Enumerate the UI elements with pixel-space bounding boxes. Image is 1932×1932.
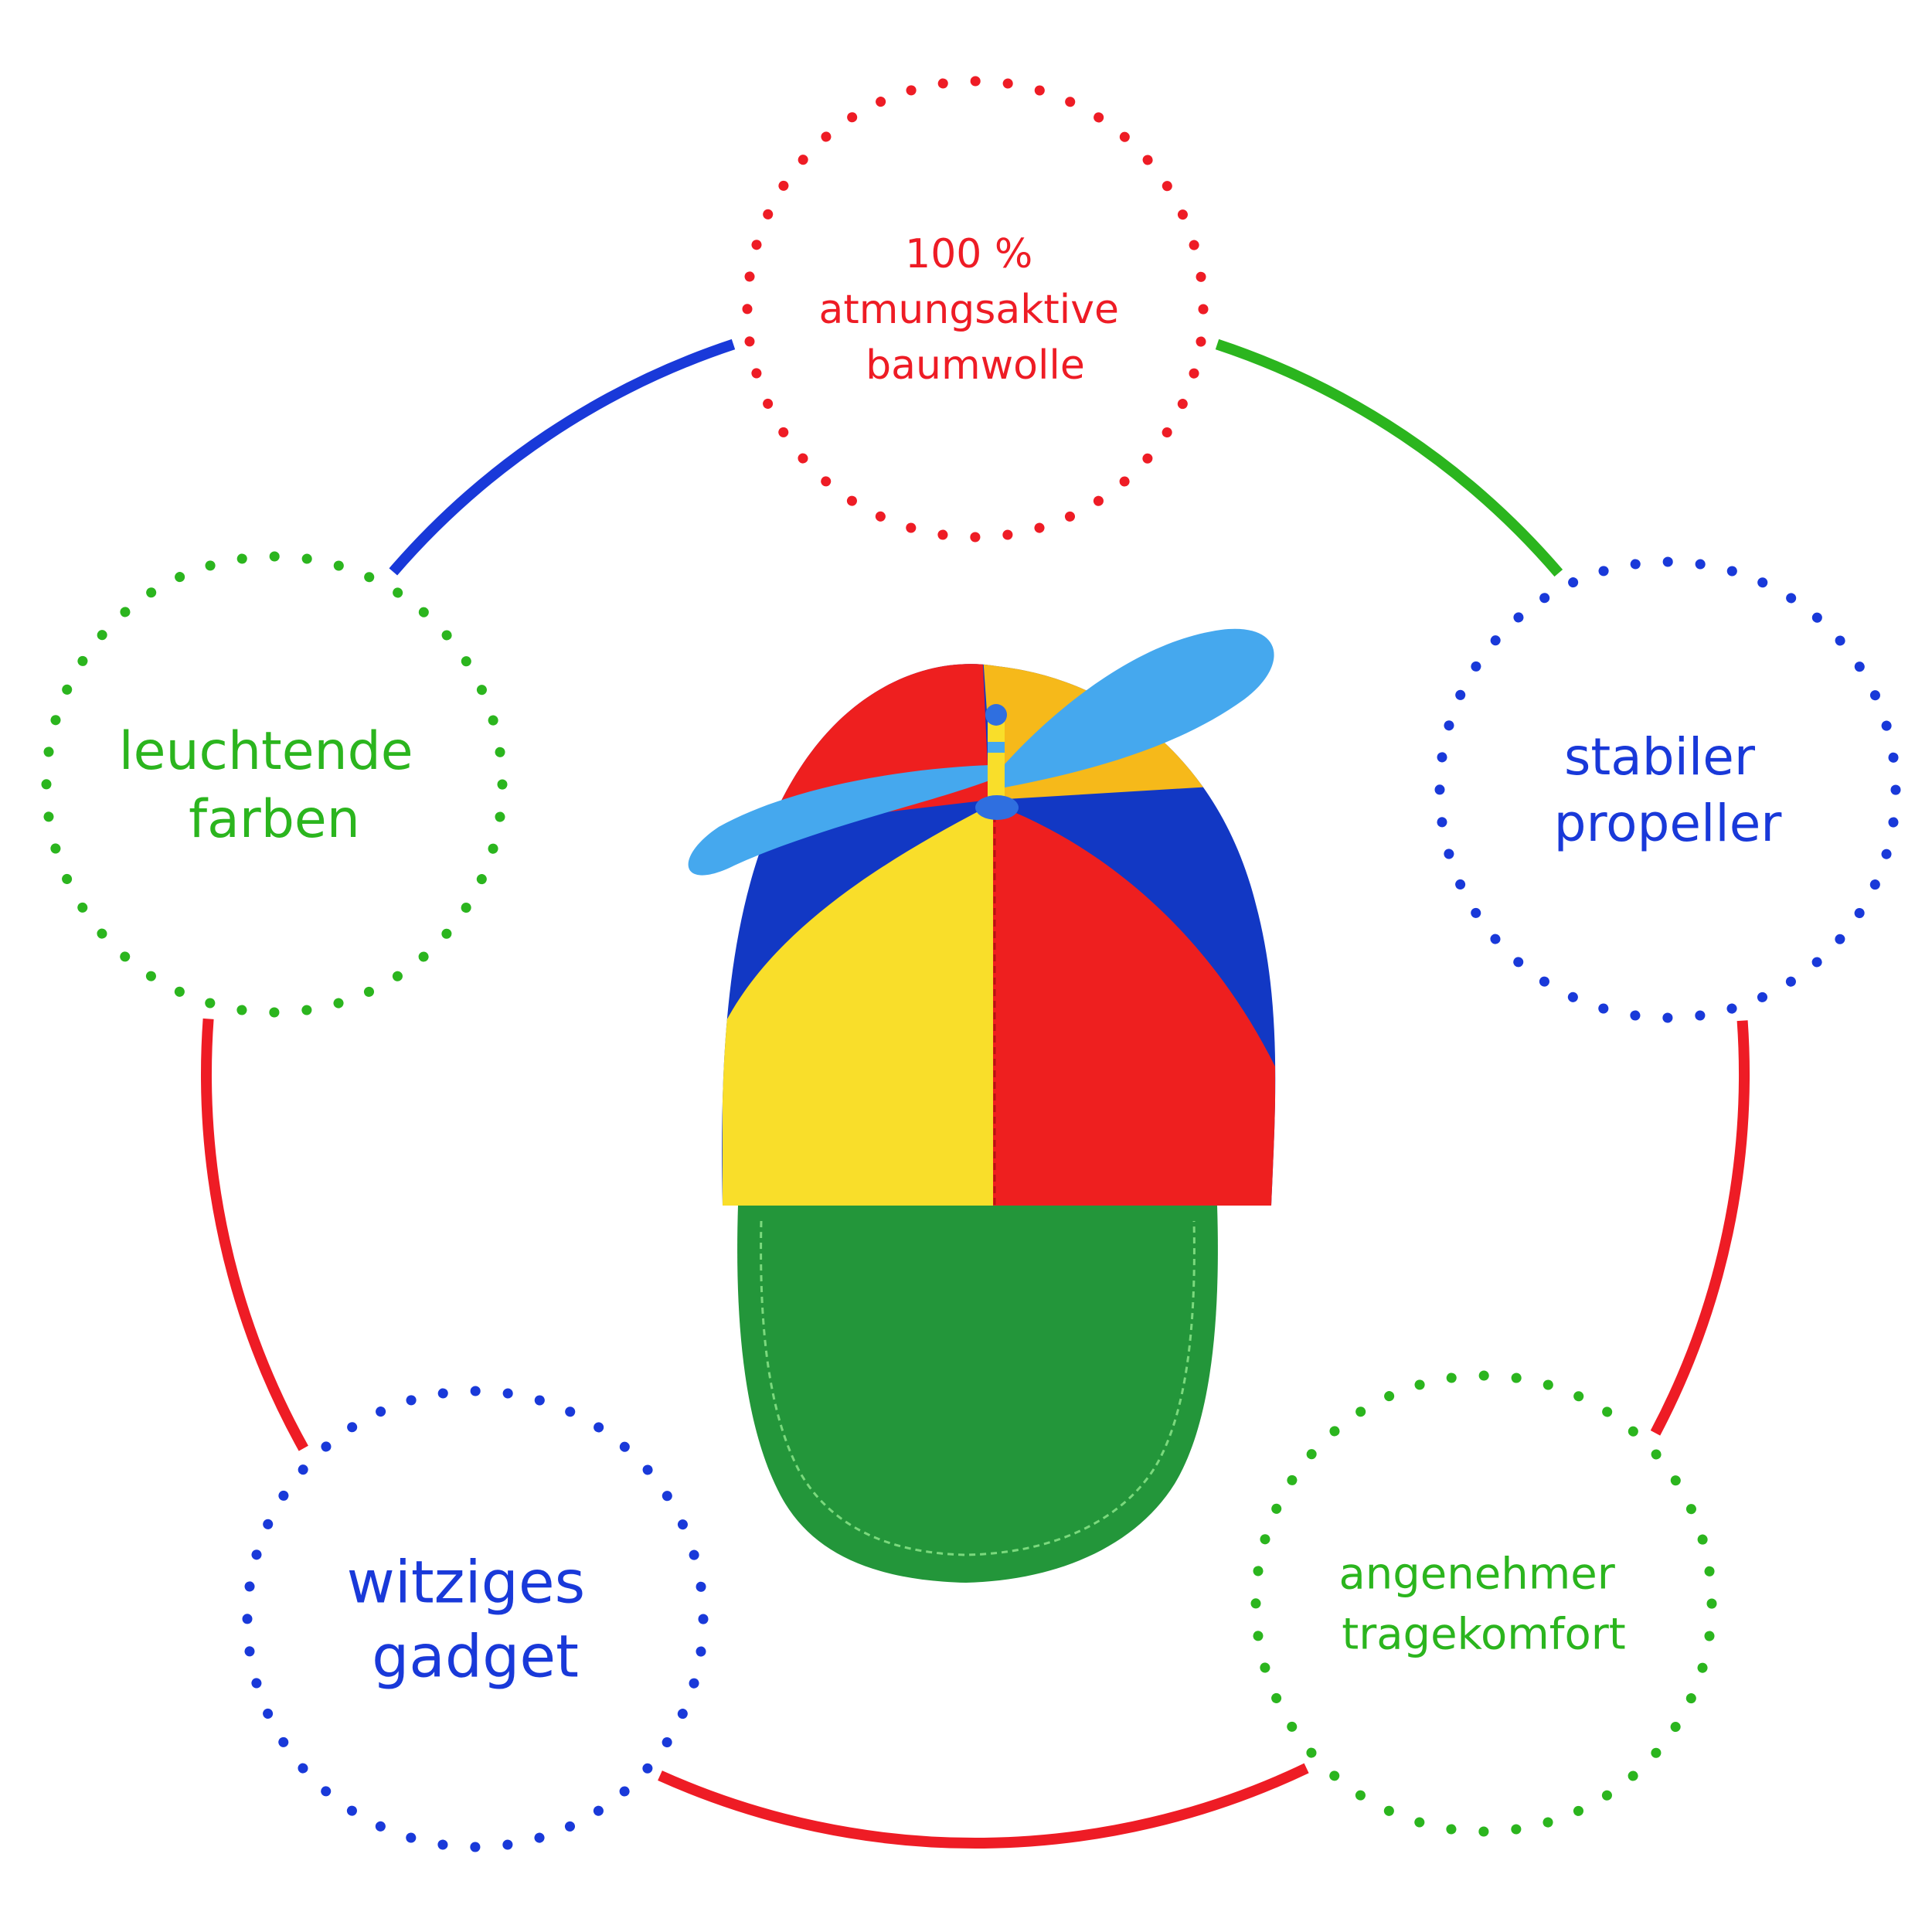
feature-text-propeller: stabiler propeller (1554, 727, 1783, 853)
feature-line: leuchtende (119, 721, 413, 782)
feature-line: stabiler (1564, 727, 1756, 787)
propeller (688, 628, 1274, 876)
feature-line: gadget (372, 1622, 579, 1691)
feature-ring-gadget (242, 1386, 709, 1852)
feature-circles: 100 % atmungsaktive baumwolle stabiler p… (41, 76, 1901, 1852)
cap-panel-yellow-front (723, 804, 993, 1206)
feature-colors: leuchtende farben (41, 551, 508, 1018)
cap-panel-red-front (993, 804, 1275, 1206)
feature-line: tragekomfort (1342, 1610, 1626, 1660)
feature-line: 100 % (905, 231, 1032, 277)
connector-arc-propeller-comfort (1650, 1020, 1750, 1436)
feature-line: witziges (347, 1548, 586, 1617)
propeller-blade-left (688, 765, 989, 876)
feature-propeller: stabiler propeller (1434, 556, 1901, 1023)
feature-text-cotton: 100 % atmungsaktive baumwolle (818, 231, 1131, 389)
feature-ring-cotton (742, 76, 1209, 543)
propeller-blade-right (997, 628, 1274, 788)
feature-cotton: 100 % atmungsaktive baumwolle (742, 76, 1209, 543)
propeller-hub (975, 795, 1019, 820)
connector-arc-colors-cotton (389, 338, 736, 576)
feature-gadget: witziges gadget (242, 1386, 709, 1852)
connector-arc-comfort-gadget (658, 1763, 1309, 1849)
feature-line: baumwolle (866, 342, 1085, 389)
feature-line: angenehmer (1338, 1549, 1615, 1600)
feature-line: propeller (1554, 794, 1783, 853)
feature-line: atmungsaktive (818, 287, 1119, 333)
feature-ring-colors (41, 551, 508, 1018)
connector-arc-gadget-colors (201, 1018, 308, 1451)
brim-stitching (760, 1220, 1196, 1556)
feature-line: farben (189, 789, 360, 850)
feature-text-gadget: witziges gadget (347, 1548, 604, 1691)
feature-text-colors: leuchtende farben (119, 721, 430, 850)
feature-text-comfort: angenehmer tragekomfort (1338, 1549, 1628, 1660)
feature-ring-comfort (1250, 1370, 1717, 1837)
connector-arc-cotton-propeller (1215, 338, 1563, 577)
propeller-cap-image (688, 628, 1276, 1583)
feature-comfort: angenehmer tragekomfort (1250, 1370, 1717, 1837)
propeller-shaft (988, 719, 1005, 804)
feature-ring-propeller (1434, 556, 1901, 1023)
cap-brim (737, 1206, 1218, 1583)
propeller-cap-top (985, 704, 1007, 726)
connector-arcs (201, 338, 1750, 1849)
